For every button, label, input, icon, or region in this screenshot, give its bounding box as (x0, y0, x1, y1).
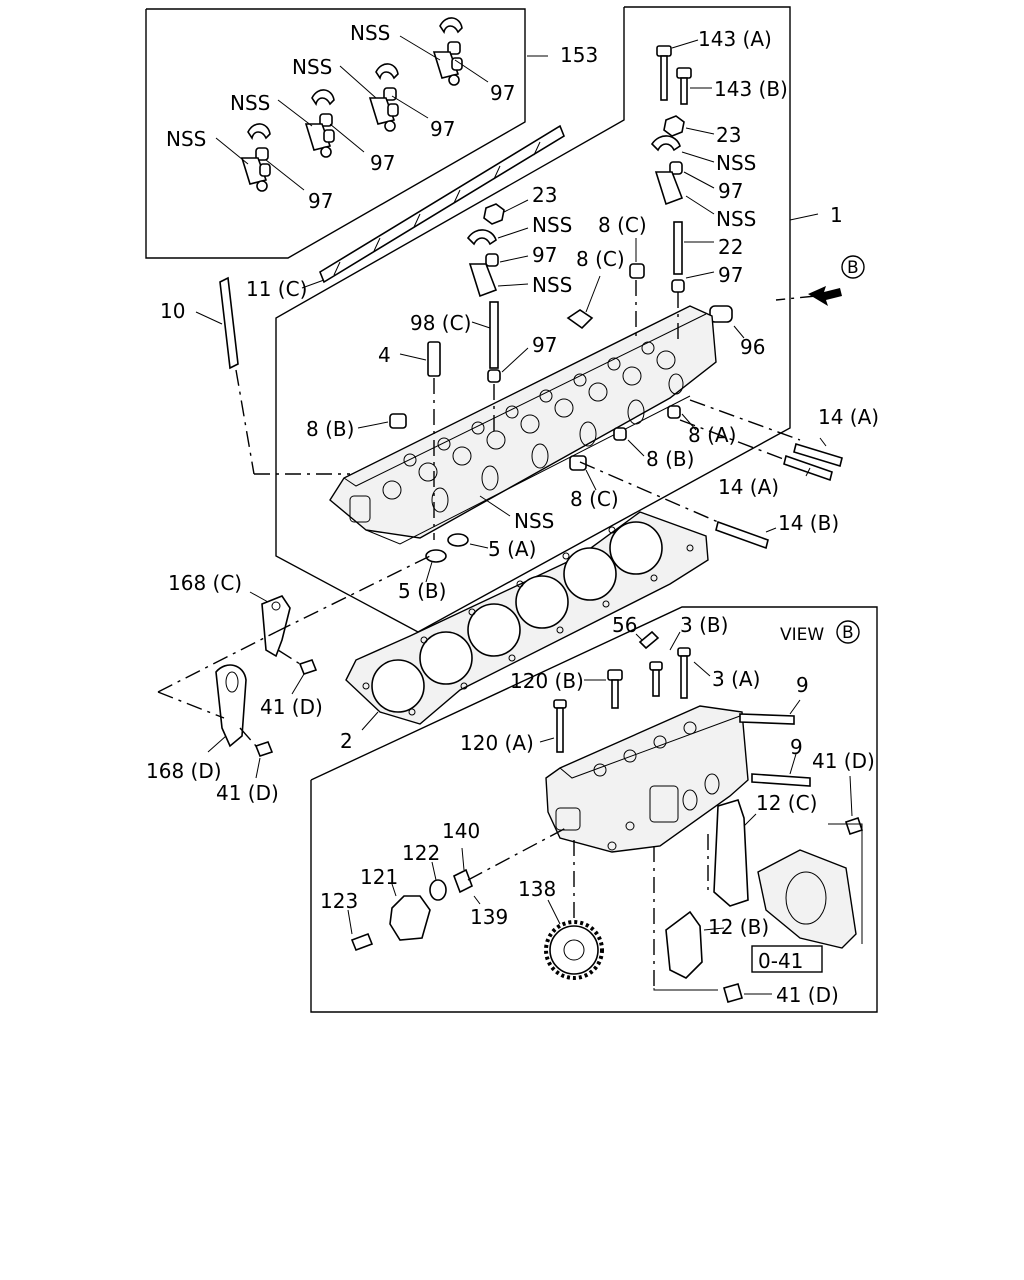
label-14b: 14 (B) (778, 511, 839, 535)
label-98c: 98 (C) (410, 311, 471, 335)
label-view-b: B (842, 623, 854, 643)
label-97-kit-3: 97 (370, 151, 395, 175)
label-nss-right-2: NSS (716, 207, 756, 231)
label-168d: 168 (D) (146, 759, 222, 783)
label-8a: 8 (A) (688, 423, 736, 447)
label-140: 140 (442, 819, 480, 843)
label-122: 122 (402, 841, 440, 865)
label-143b: 143 (B) (714, 77, 788, 101)
label-123: 123 (320, 889, 358, 913)
head-gasket (345, 511, 709, 731)
label-10: 10 (160, 299, 185, 323)
label-153: 153 (560, 43, 598, 67)
label-168c: 168 (C) (168, 571, 242, 595)
label-41d-b: 41 (D) (216, 781, 279, 805)
studs-14 (715, 437, 843, 550)
label-0-41: 0-41 (758, 949, 803, 973)
view-b-frame (310, 606, 878, 1013)
callout-labels: 143 (A) 143 (B) 23 NSS 97 NSS 22 97 1 15… (146, 21, 879, 1007)
label-22: 22 (718, 235, 743, 259)
right-bolt-stack (650, 39, 819, 293)
label-120b: 120 (B) (510, 669, 584, 693)
view-b-head-detail (347, 620, 864, 1003)
label-143a: 143 (A) (698, 27, 772, 51)
label-8c-c: 8 (C) (570, 487, 619, 511)
label-120a: 120 (A) (460, 731, 534, 755)
label-41d-d: 41 (D) (776, 983, 839, 1007)
label-4: 4 (378, 343, 391, 367)
label-14a-a: 14 (A) (818, 405, 879, 429)
label-97-right-1: 97 (718, 179, 743, 203)
label-97-center-1: 97 (532, 243, 557, 267)
label-12b: 12 (B) (708, 915, 769, 939)
cylinder-head-frame (275, 6, 791, 633)
label-nss-kit-2: NSS (292, 55, 332, 79)
label-97-kit-2: 97 (430, 117, 455, 141)
label-nss-center-2: NSS (532, 273, 572, 297)
label-9a: 9 (796, 673, 809, 697)
view-b-arrow-icon (808, 255, 865, 306)
label-14a-b: 14 (A) (718, 475, 779, 499)
label-121: 121 (360, 865, 398, 889)
label-23-center: 23 (532, 183, 557, 207)
center-bolt-stack (195, 199, 745, 383)
label-nss-head: NSS (514, 509, 554, 533)
label-8c-a: 8 (C) (598, 213, 647, 237)
ref-0-41-box (751, 945, 823, 973)
label-9b: 9 (790, 735, 803, 759)
label-view: VIEW (780, 625, 824, 645)
label-139: 139 (470, 905, 508, 929)
label-nss-center-1: NSS (532, 213, 572, 237)
label-8c-b: 8 (C) (576, 247, 625, 271)
rocker-kit-parts (215, 17, 565, 289)
label-1: 1 (830, 203, 843, 227)
label-view-b-marker: B (847, 258, 859, 278)
label-138: 138 (518, 877, 556, 901)
label-96: 96 (740, 335, 765, 359)
rocker-kit-frame (145, 8, 526, 259)
label-5b: 5 (B) (398, 579, 446, 603)
label-3b: 3 (B) (680, 613, 728, 637)
label-97-kit-4: 97 (308, 189, 333, 213)
label-12c: 12 (C) (756, 791, 817, 815)
cylinder-head-block (235, 280, 817, 583)
label-11c: 11 (C) (246, 277, 307, 301)
label-8b-a: 8 (B) (306, 417, 354, 441)
label-41d-c: 41 (D) (812, 749, 875, 773)
brackets-168 (157, 555, 431, 779)
label-5a: 5 (A) (488, 537, 536, 561)
label-97-kit-1: 97 (490, 81, 515, 105)
label-nss-kit-3: NSS (230, 91, 270, 115)
label-23-right: 23 (716, 123, 741, 147)
label-nss-kit-4: NSS (166, 127, 206, 151)
label-97-right-2: 97 (718, 263, 743, 287)
label-56: 56 (612, 613, 637, 637)
label-nss-right-1: NSS (716, 151, 756, 175)
label-nss-kit-1: NSS (350, 21, 390, 45)
label-8b-b: 8 (B) (646, 447, 694, 471)
label-2: 2 (340, 729, 353, 753)
label-3a: 3 (A) (712, 667, 760, 691)
gear-138 (544, 920, 604, 980)
label-41d-a: 41 (D) (260, 695, 323, 719)
label-97-center-2: 97 (532, 333, 557, 357)
